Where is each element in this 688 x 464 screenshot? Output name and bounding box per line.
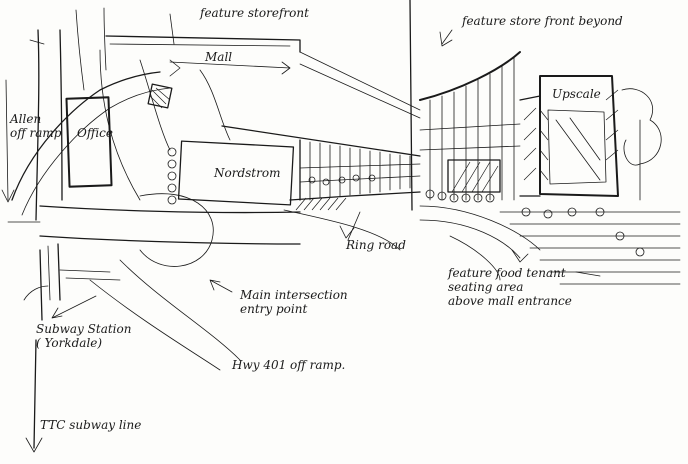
- feature-storefront-label: feature storefront: [200, 6, 309, 20]
- upscale-label: Upscale: [552, 87, 601, 101]
- feature-food-label: feature food tenant seating area above m…: [448, 266, 572, 308]
- ring-road-label: Ring road: [346, 238, 406, 252]
- ttc-subway-label: TTC subway line: [40, 418, 142, 432]
- allen-off-ramp-line-2: off ramp: [10, 126, 62, 140]
- allen-off-ramp-label: Allen off ramp: [10, 112, 62, 140]
- site-plan: Office Nordstrom: [1, 7, 301, 453]
- subway-station-label: Subway Station ( Yorkdale): [36, 322, 131, 350]
- subway-station-line-1: Subway Station: [36, 322, 132, 336]
- mall-label: Mall: [205, 50, 233, 64]
- allen-off-ramp-line-1: Allen: [10, 112, 42, 126]
- feature-food-line-2: seating area: [448, 280, 524, 294]
- subway-station-line-2: ( Yorkdale): [36, 336, 103, 350]
- feature-storefront-beyond-label: feature store front beyond: [462, 14, 623, 28]
- main-intersection-label: Main intersection entry point: [240, 288, 348, 316]
- feature-food-line-1: feature food tenant: [448, 266, 566, 280]
- feature-food-line-3: above mall entrance: [448, 294, 572, 308]
- nordstrom-label: Nordstrom: [213, 166, 280, 180]
- office-label: Office: [77, 126, 113, 140]
- storefront-elevation: Upscale: [419, 29, 681, 285]
- main-intersection-line-2: entry point: [240, 302, 308, 316]
- perspective-view: [221, 0, 421, 251]
- hwy-401-label: Hwy 401 off ramp.: [232, 358, 346, 372]
- main-intersection-line-1: Main intersection: [240, 288, 348, 302]
